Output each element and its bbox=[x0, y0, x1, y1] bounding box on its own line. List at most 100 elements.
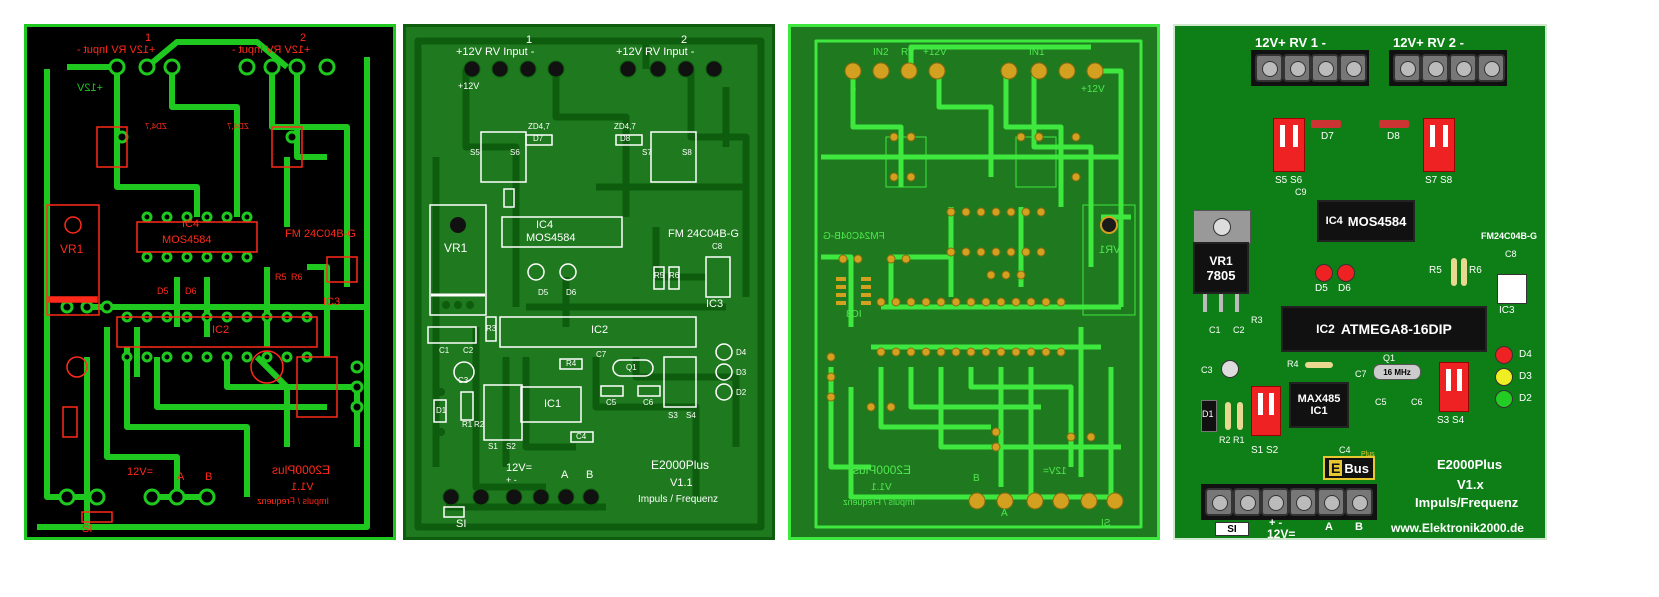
p4-s7s8: S7 S8 bbox=[1425, 175, 1453, 186]
vr1-regulator: VR1 7805 bbox=[1193, 242, 1249, 294]
p2-c6: C6 bbox=[643, 398, 654, 407]
p1-mirror-func: Impuls / Frequenz bbox=[257, 496, 330, 506]
p1-v12eq: 12V= bbox=[127, 466, 153, 478]
p3-vr1: VR1 bbox=[1099, 244, 1121, 256]
p1-a: A bbox=[177, 471, 185, 483]
p2-r4: R4 bbox=[566, 359, 577, 368]
p2-s6: S6 bbox=[510, 148, 520, 157]
p2-conn-num-2: 2 bbox=[681, 34, 688, 46]
p4-d8: D8 bbox=[1387, 131, 1400, 142]
p2-c5: C5 bbox=[606, 398, 617, 407]
p2-fm: FM 24C04B-G bbox=[668, 228, 739, 240]
p1-ic2: IC2 bbox=[212, 324, 230, 336]
resistor-r6 bbox=[1461, 258, 1467, 286]
p1-zd7: ZD4,7 bbox=[145, 122, 167, 131]
fuse-si: SI bbox=[1215, 522, 1249, 536]
p3-minus: - bbox=[853, 84, 857, 95]
p4-c3: C3 bbox=[1201, 365, 1213, 375]
p4-ver: V1.x bbox=[1457, 477, 1484, 492]
vr1-hole bbox=[1213, 218, 1231, 236]
p2-ic4: IC4 bbox=[536, 219, 554, 231]
p1-d5: D5 bbox=[157, 286, 169, 296]
p4-d5: D5 bbox=[1315, 283, 1328, 294]
p4-conn1-label: 12V+ RV 1 - bbox=[1255, 35, 1326, 50]
p3-v12: +12V bbox=[923, 47, 947, 58]
p2-d2: D2 bbox=[736, 388, 747, 397]
p2-pm: + - bbox=[506, 475, 517, 485]
p3-fm: FM24C04B-G bbox=[823, 231, 885, 242]
p4-fm: FM24C04B-G bbox=[1481, 231, 1538, 241]
led-d2 bbox=[1495, 390, 1513, 408]
screw-terminal bbox=[1289, 488, 1317, 516]
resistor-r4 bbox=[1305, 362, 1333, 368]
p4-vr1: VR1 bbox=[1209, 253, 1233, 268]
p2-d7: D7 bbox=[533, 134, 544, 143]
p2-r6: R6 bbox=[669, 271, 680, 280]
p2-r2: R2 bbox=[474, 420, 485, 429]
p1-ic3: IC3 bbox=[323, 296, 341, 308]
p2-c8: C8 bbox=[712, 242, 723, 251]
p1-vr1: VR1 bbox=[60, 242, 84, 256]
p2-r5: R5 bbox=[654, 271, 665, 280]
p1-conn-num-2: 2 bbox=[300, 32, 307, 44]
p2-zd8: ZD4,7 bbox=[614, 122, 636, 131]
p1-r5: R5 bbox=[275, 272, 287, 282]
p4-c5: C5 bbox=[1375, 397, 1387, 407]
pcb-panel-solder-red: 1 2 +12V RV Input - +12V RV Input - +12V… bbox=[24, 24, 396, 540]
p2-si: SI bbox=[456, 518, 467, 530]
p2-vr1: VR1 bbox=[444, 241, 468, 255]
p4-d2: D2 bbox=[1519, 393, 1532, 404]
screw-terminal bbox=[1393, 54, 1421, 82]
diode-d8 bbox=[1379, 120, 1409, 128]
resistor-r1 bbox=[1237, 402, 1243, 430]
ic1-chip: MAX485 IC1 bbox=[1289, 382, 1349, 428]
p1-top-labels-right: +12V RV Input - bbox=[232, 44, 311, 56]
p2-s8: S8 bbox=[682, 148, 692, 157]
screw-terminal bbox=[1339, 54, 1367, 82]
p1-mos: MOS4584 bbox=[162, 234, 212, 246]
p1-si: SI bbox=[82, 523, 93, 535]
p4-name: E2000Plus bbox=[1437, 457, 1503, 472]
p2-b: B bbox=[586, 469, 594, 481]
p2-d3: D3 bbox=[736, 368, 747, 377]
ic2-chip: IC2 ATMEGA8-16DIP bbox=[1281, 306, 1487, 352]
p4-c8: C8 bbox=[1505, 249, 1517, 259]
p4-c6: C6 bbox=[1411, 397, 1423, 407]
p2-r3: R3 bbox=[486, 324, 497, 333]
p3-in1: IN1 bbox=[1029, 47, 1045, 58]
vr1-leg bbox=[1235, 294, 1239, 312]
p2-c3: C3 bbox=[458, 376, 469, 385]
p2-c7: C7 bbox=[596, 350, 607, 359]
screw-terminal bbox=[1261, 488, 1289, 516]
p4-ic1: IC1 bbox=[1310, 405, 1328, 417]
p2-r1: R1 bbox=[462, 420, 473, 429]
p4-c1: C1 bbox=[1209, 325, 1221, 335]
p4-q1: Q1 bbox=[1383, 353, 1396, 363]
ebus-logo: E Bus bbox=[1323, 456, 1375, 480]
resistor-r5 bbox=[1451, 258, 1457, 286]
p1-mirror-name: E2000Plus bbox=[272, 463, 331, 477]
p2-d4: D4 bbox=[736, 348, 747, 357]
copper-traces bbox=[814, 39, 1143, 529]
p4-reg: 7805 bbox=[1206, 267, 1236, 283]
led-d4 bbox=[1495, 346, 1513, 364]
p2-mos: MOS4584 bbox=[526, 232, 576, 244]
p4-r2r1: R2 R1 bbox=[1219, 435, 1245, 445]
screw-terminal bbox=[1421, 54, 1449, 82]
p4-c2: C2 bbox=[1233, 325, 1245, 335]
p4-pm: + - bbox=[1269, 517, 1283, 529]
diode-d7 bbox=[1311, 120, 1341, 128]
led-d5 bbox=[1315, 264, 1333, 282]
p1-v12: +12V bbox=[77, 82, 103, 94]
dip-switch-s1-s2 bbox=[1251, 386, 1281, 436]
p3-v12eq: 12V= bbox=[1043, 466, 1067, 477]
p2-s3: S3 bbox=[668, 411, 678, 420]
p3-plus12: +12V bbox=[1081, 84, 1105, 95]
p3-mirror-ver: V1.1 bbox=[871, 482, 892, 493]
capacitor-c3 bbox=[1221, 360, 1239, 378]
p3-mirror-name: E2000Plus bbox=[853, 463, 912, 477]
p2-d5: D5 bbox=[538, 288, 549, 297]
p4-d6: D6 bbox=[1338, 283, 1351, 294]
p3-mirror-func: Impuls / Frequenz bbox=[843, 497, 916, 507]
screw-terminal bbox=[1317, 488, 1345, 516]
